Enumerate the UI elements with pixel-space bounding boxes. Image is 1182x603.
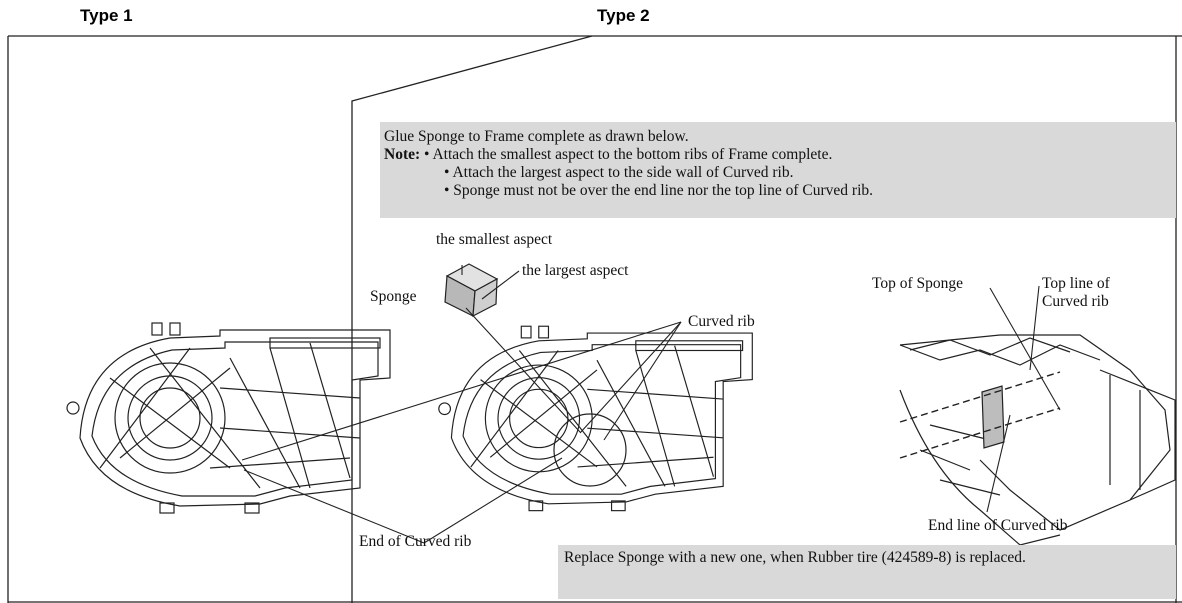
largest-aspect-label: the largest aspect: [522, 262, 629, 279]
note-bullet-1: • Attach the smallest aspect to the bott…: [424, 146, 833, 163]
type2-header: Type 2: [597, 6, 650, 25]
end-of-curved-rib-label: End of Curved rib: [359, 533, 472, 550]
instruction-note: Glue Sponge to Frame complete as drawn b…: [380, 122, 1176, 218]
end-line-of-curved-rib-label: End line of Curved rib: [928, 517, 1068, 534]
top-of-sponge-label: Top of Sponge: [872, 275, 964, 292]
top-line-of-curved-rib-label: Top line of Curved rib: [1042, 275, 1110, 310]
type2-frame-illustration: [438, 325, 753, 512]
replace-sponge-text: Replace Sponge with a new one, when Rubb…: [564, 549, 1026, 566]
note-label: Note:: [384, 146, 421, 163]
replace-sponge-note: Replace Sponge with a new one, when Rubb…: [558, 545, 1176, 599]
type1-header: Type 1: [80, 6, 133, 25]
note-bullet-2: • Attach the largest aspect to the side …: [444, 164, 794, 181]
curved-rib-detail-illustration: [899, 334, 1176, 546]
note-row-1: Note: • Attach the smallest aspect to th…: [384, 146, 1176, 164]
sponge-label: Sponge: [370, 288, 417, 305]
curved-rib-label: Curved rib: [688, 313, 755, 330]
type1-frame-illustration: [66, 322, 391, 514]
note-bullet-3: • Sponge must not be over the end line n…: [444, 182, 874, 199]
smallest-aspect-label: the smallest aspect: [436, 231, 553, 248]
instruction-line: Glue Sponge to Frame complete as drawn b…: [384, 128, 689, 145]
